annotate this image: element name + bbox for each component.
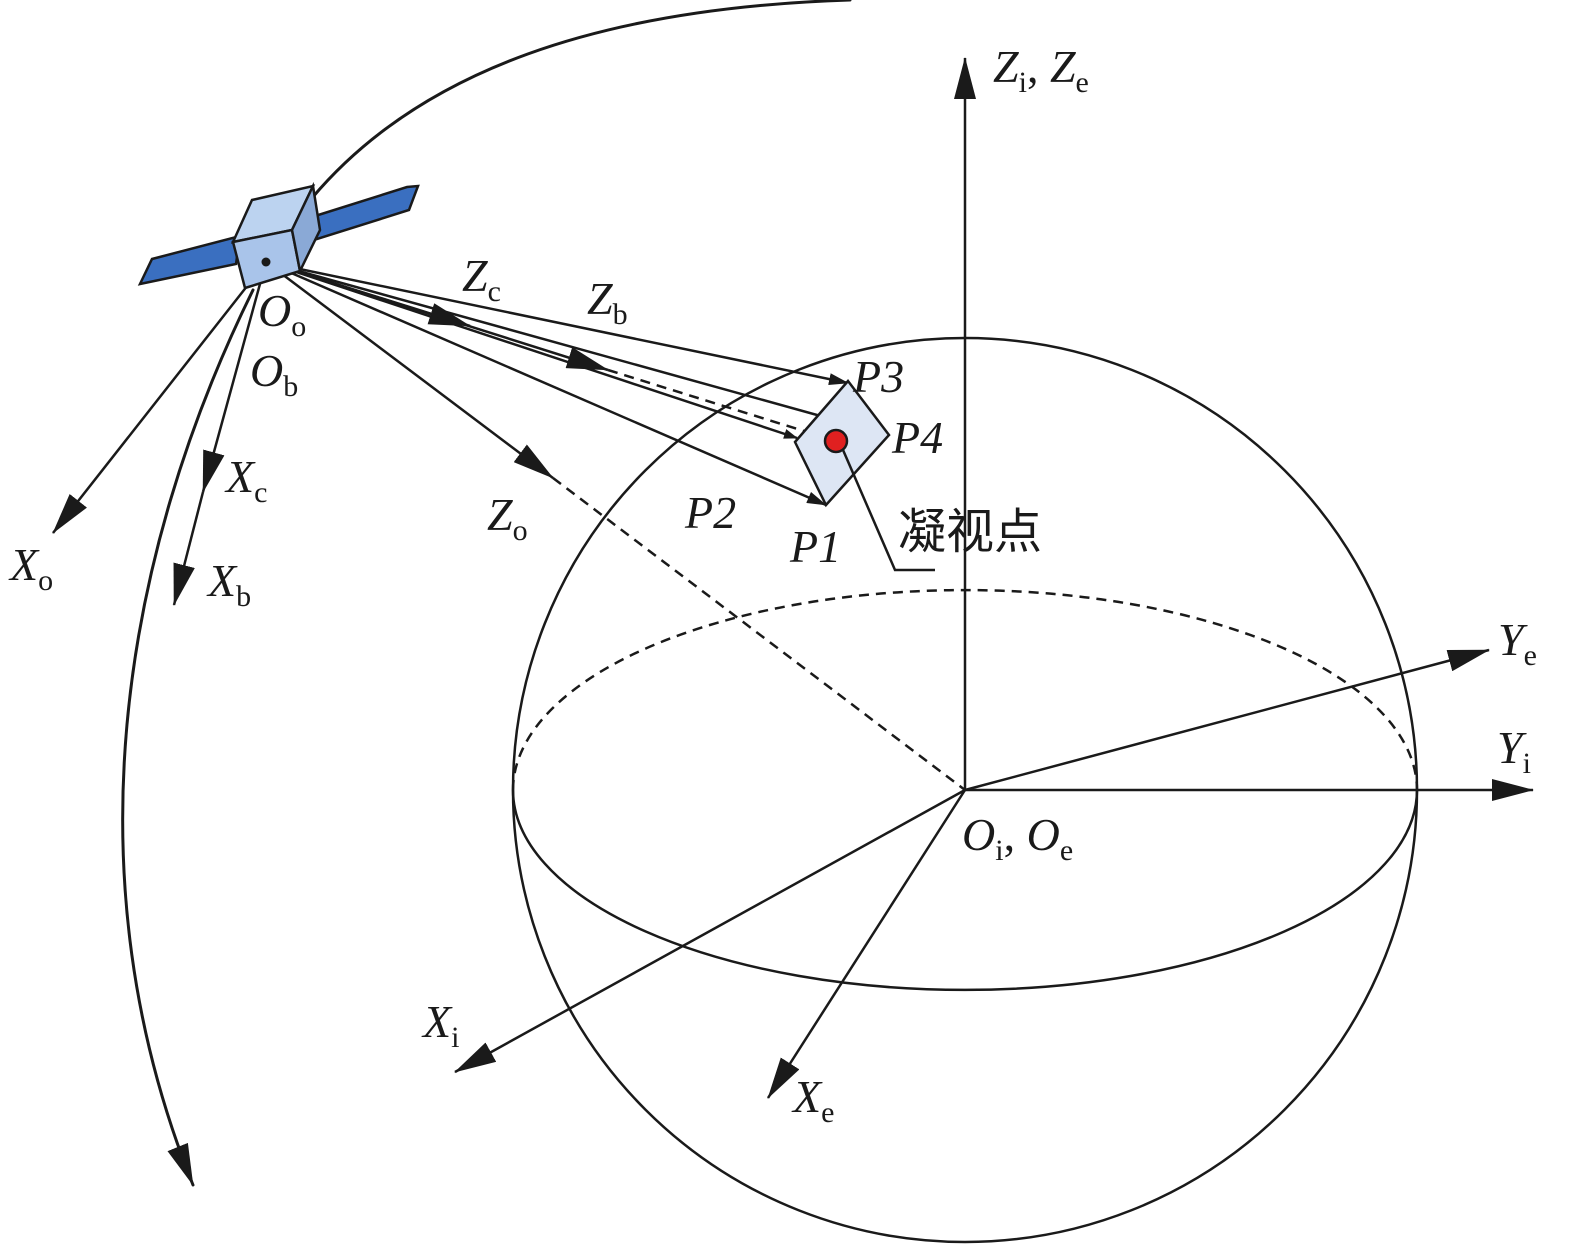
ray-to-p1 <box>265 260 827 507</box>
staring-point-marker <box>823 428 849 454</box>
z-c-axis-label: Zc <box>462 250 501 308</box>
orbit-arc-lower <box>121 288 255 1187</box>
origin-label: Oi, Oe <box>962 809 1073 867</box>
equator-front <box>511 789 1419 992</box>
x-o-axis <box>52 261 267 534</box>
x-e-axis <box>766 789 967 1099</box>
z-axis-label: Zi, Ze <box>993 41 1089 99</box>
x-b-axis <box>172 491 205 606</box>
z-o-axis-label: Zo <box>487 489 528 547</box>
ray-to-p4 <box>265 260 890 437</box>
z-b-axis-label: Zb <box>587 273 628 331</box>
satellite-origin-dot <box>261 257 271 267</box>
ray-to-p2 <box>265 260 798 440</box>
x-c-axis <box>201 261 268 493</box>
p4-label: P4 <box>891 412 943 463</box>
y-e-axis-label: Ye <box>1498 614 1537 672</box>
x-c-axis-label: Xc <box>224 451 267 509</box>
p2-label: P2 <box>684 487 736 538</box>
x-b-axis-label: Xb <box>206 555 251 613</box>
x-i-axis-label: Xi <box>421 996 459 1054</box>
z-o-axis <box>265 261 554 479</box>
x-o-axis-label: Xo <box>8 539 53 597</box>
y-e-axis <box>964 648 1490 792</box>
o-o-label: Oo <box>258 285 306 343</box>
x-i-axis <box>454 788 966 1074</box>
solar-panel-left <box>137 234 242 286</box>
y-i-axis-label: Yi <box>1497 722 1531 780</box>
p1-label: P1 <box>789 521 841 572</box>
satellite-icon <box>137 181 420 290</box>
p3-label: P3 <box>852 351 904 402</box>
orbit-arc <box>310 0 852 200</box>
staring-point-label: 凝视点 <box>898 504 1042 560</box>
ray-to-p3 <box>265 260 849 386</box>
staring-point-leader <box>838 442 935 572</box>
z-b-axis-solid <box>265 260 609 372</box>
x-e-axis-label: Xe <box>791 1071 834 1129</box>
z-b-axis-dashed <box>607 368 837 443</box>
z-o-dashed-line <box>552 477 966 791</box>
o-b-label: Ob <box>250 345 298 403</box>
satellite-body-side <box>290 181 322 275</box>
